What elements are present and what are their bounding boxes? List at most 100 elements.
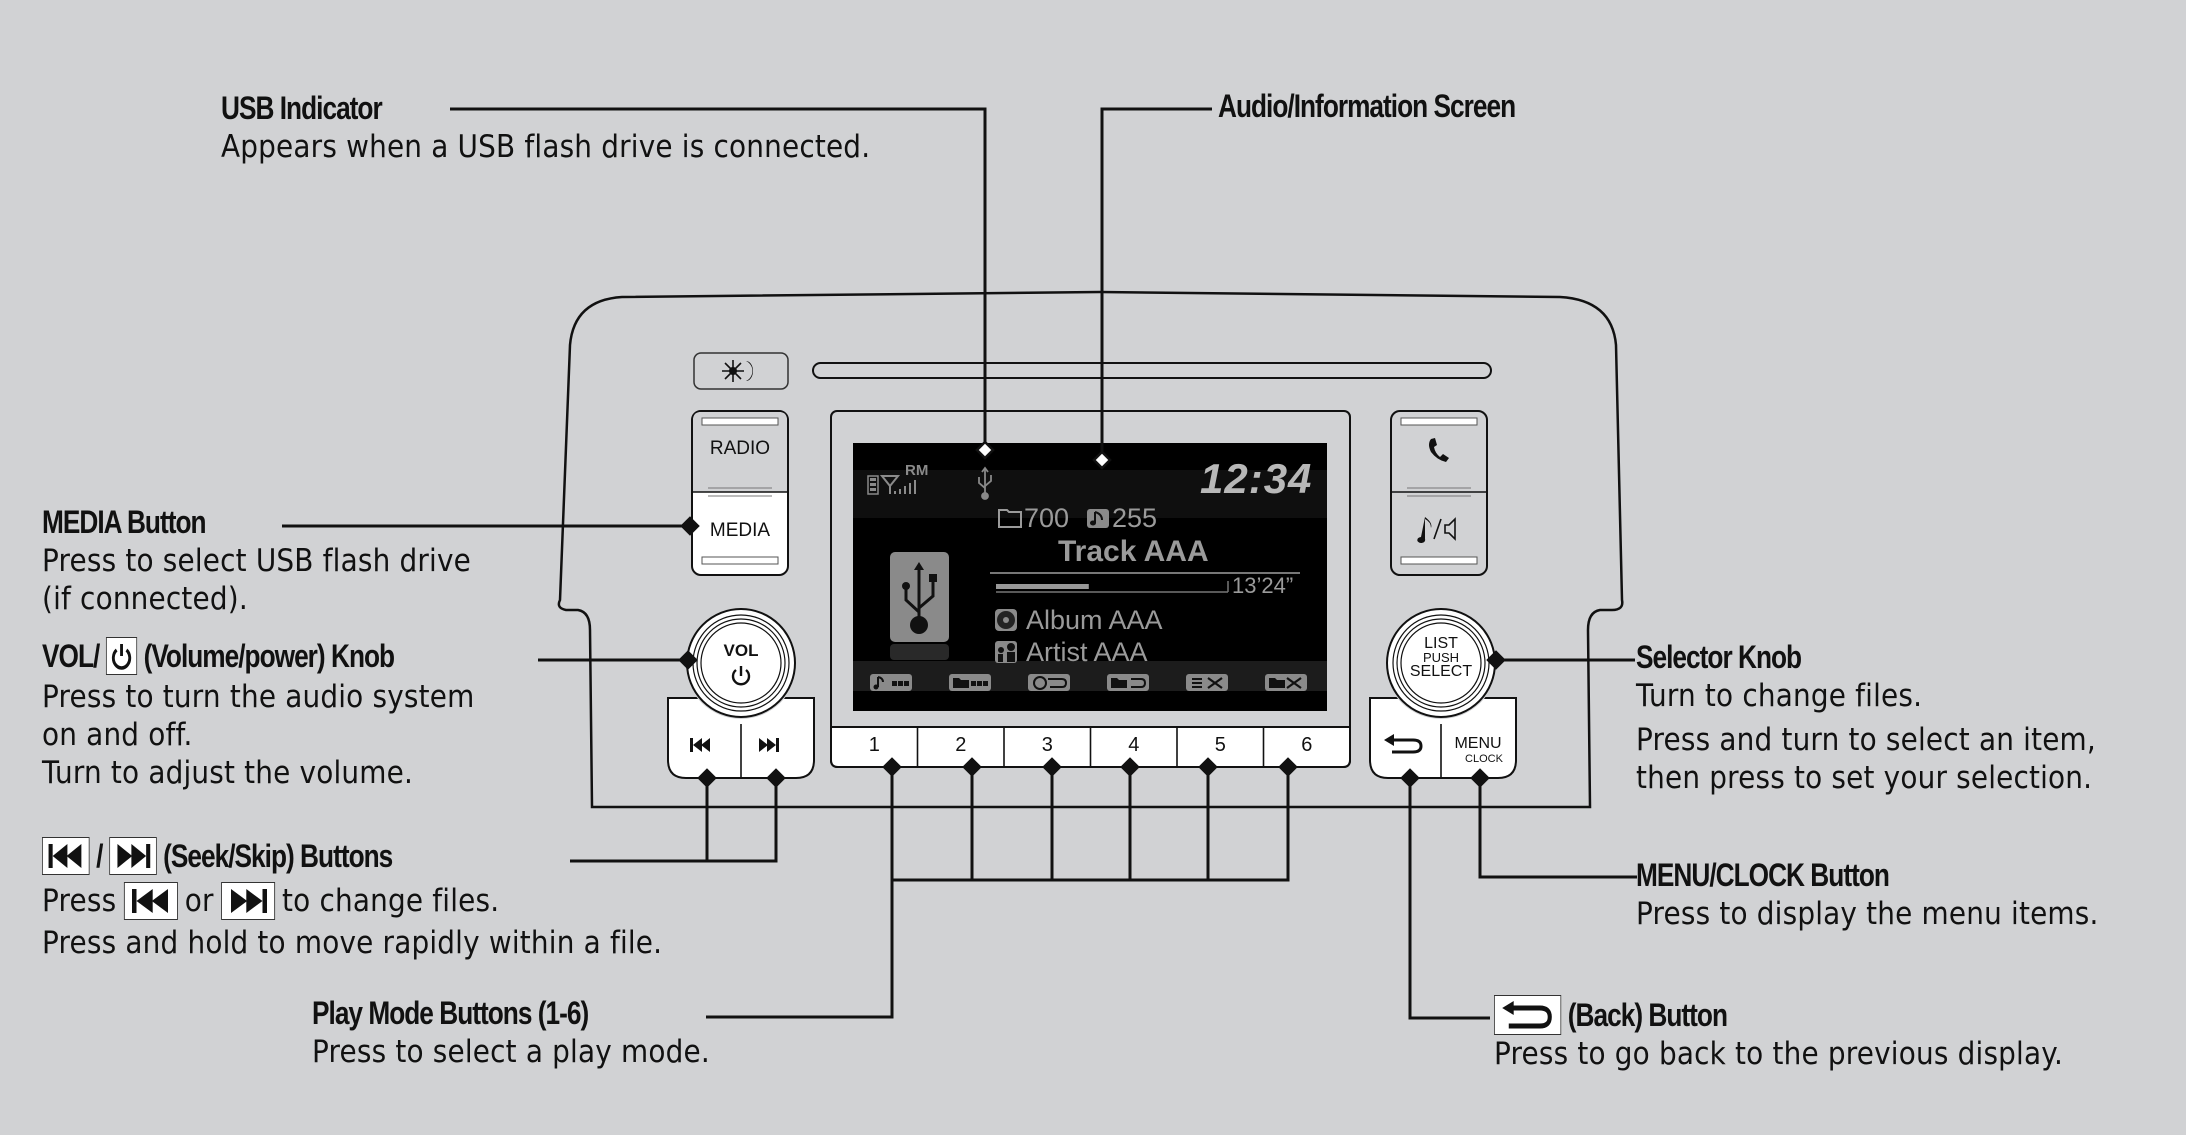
- usb-device-icon: [890, 552, 949, 660]
- leader-diamond: [962, 757, 982, 777]
- play-mode-callout: Play Mode Buttons (1-6) Press to select …: [312, 993, 754, 1071]
- seek-skip-desc-2: Press and hold to move rapidly within a …: [42, 925, 663, 961]
- selector-select-label: SELECT: [1409, 663, 1473, 680]
- usb-indicator-title: USB Indicator: [221, 90, 383, 126]
- music-speaker-icon: [1417, 517, 1456, 543]
- phone-button[interactable]: [1391, 411, 1487, 492]
- selector-knob-desc-3: then press to set your selection.: [1636, 760, 2093, 796]
- selector-knob[interactable]: [1369, 607, 1517, 779]
- leader-diamond: [680, 516, 700, 536]
- audio-screen-title: Audio/Information Screen: [1218, 88, 1516, 124]
- play-mode-desc: Press to select a play mode.: [312, 1034, 710, 1070]
- folder-icon: [998, 509, 1022, 528]
- clock-label: CLOCK: [1465, 753, 1503, 765]
- media-label: MEDIA: [709, 520, 771, 541]
- vol-knob-callout: VOL/ (Volume/power) Knob Press to turn t…: [42, 636, 522, 792]
- phone-icon: [1429, 438, 1449, 462]
- preset-label-5: 5: [1214, 734, 1226, 756]
- media-button-title: MEDIA Button: [42, 504, 207, 540]
- seek-desc-press: Press: [42, 883, 117, 919]
- repeat-folder-icon: [1107, 674, 1149, 691]
- track-duration: 13’24”: [1232, 573, 1294, 598]
- track-count: 255: [1112, 503, 1158, 533]
- usb-indicator-desc: Appears when a USB flash drive is connec…: [221, 129, 871, 165]
- leader-diamond: [1092, 450, 1112, 470]
- seek-skip-title-suffix: (Seek/Skip) Buttons: [163, 838, 393, 874]
- seek-skip-callout: / (Seek/Skip) Buttons Press or to change…: [42, 836, 731, 962]
- preset-label-3: 3: [1041, 734, 1053, 756]
- seek-desc-or: or: [184, 883, 214, 919]
- back-button-title: (Back) Button: [1494, 995, 2012, 1035]
- selector-list-label: LIST: [1424, 635, 1458, 652]
- vol-knob-desc-1: Press to turn the audio system: [42, 679, 475, 715]
- selector-push-label: PUSH: [1422, 650, 1460, 665]
- usb-indicator-callout: USB Indicator Appears when a USB flash d…: [221, 88, 942, 166]
- skip-forward-icon: [108, 837, 157, 875]
- play-mode-title: Play Mode Buttons (1-6): [312, 995, 589, 1031]
- vol-label: VOL: [723, 641, 759, 660]
- media-button-callout: MEDIA Button Press to select USB flash d…: [42, 502, 519, 618]
- preset-label-6: 6: [1301, 734, 1313, 756]
- seek-skip-desc-1: Press or to change files.: [42, 882, 662, 920]
- skip-forward-icon: [220, 882, 275, 920]
- vol-knob-desc-2: on and off.: [42, 717, 193, 753]
- selector-knob-desc-1: Turn to change files.: [1636, 678, 1923, 714]
- skip-back-icon: [42, 837, 90, 875]
- random-icon: [1186, 674, 1228, 691]
- skip-forward-icon: [759, 738, 779, 752]
- seek-skip-title: / (Seek/Skip) Buttons: [42, 836, 607, 876]
- radio-media-rocker: [691, 410, 789, 576]
- leader-diamond: [1486, 650, 1506, 670]
- sound-button[interactable]: [1391, 492, 1487, 575]
- vol-knob[interactable]: [667, 607, 816, 779]
- leader-diamond: [882, 757, 902, 777]
- power-icon: [731, 666, 751, 686]
- radio-label: RADIO: [709, 438, 771, 459]
- track-progress-bar: [990, 572, 1300, 593]
- back-button-callout: (Back) Button Press to go back to the pr…: [1494, 995, 2126, 1073]
- back-title-suffix: (Back) Button: [1567, 997, 1728, 1033]
- skip-back-button[interactable]: [668, 724, 741, 778]
- repeat-one-icon: [1028, 674, 1070, 691]
- power-icon: [105, 637, 138, 675]
- music-note-icon: [1087, 509, 1109, 528]
- folder-random-icon: [1265, 674, 1307, 691]
- leader-lines: [282, 107, 1637, 1020]
- screen-clock: 12:34: [1200, 455, 1313, 502]
- album-name: Album AAA: [1026, 605, 1163, 635]
- audio-screen-callout: Audio/Information Screen: [1218, 86, 1580, 126]
- menu-clock-callout: MENU/CLOCK Button Press to display the m…: [1636, 855, 2150, 933]
- track-progress-fill: [996, 584, 1089, 589]
- seek-desc-tail: to change files.: [282, 883, 500, 919]
- selector-label: LIST PUSH SELECT: [1401, 635, 1481, 680]
- leader-diamond: [1470, 768, 1490, 788]
- leader-diamond: [1042, 757, 1062, 777]
- leader-diamond: [766, 768, 786, 788]
- artist-icon: [995, 641, 1017, 663]
- leader-diamond: [697, 768, 717, 788]
- folder-scan-icon: [949, 674, 991, 691]
- back-arrow-icon: [1494, 995, 1562, 1035]
- vol-title-prefix: VOL/: [42, 638, 100, 674]
- preset-label-4: 4: [1128, 734, 1140, 756]
- menu-label: MENU: [1454, 735, 1502, 752]
- leader-diamond: [1198, 757, 1218, 777]
- leader-diamond: [1278, 757, 1298, 777]
- skip-back-icon: [690, 738, 710, 752]
- status-rm-label: RM: [905, 462, 929, 479]
- signal-strength-icon: [879, 475, 916, 494]
- vol-title-suffix: (Volume/power) Knob: [143, 638, 395, 674]
- preset-label-2: 2: [955, 734, 967, 756]
- media-button-desc-1: Press to select USB flash drive: [42, 543, 472, 579]
- selector-knob-desc-2: Press and turn to select an item,: [1636, 722, 2096, 758]
- menu-clock-desc: Press to display the menu items.: [1636, 896, 2099, 932]
- usb-indicator-icon: [978, 466, 992, 500]
- back-arrow-icon: [1390, 738, 1423, 754]
- skip-back-icon: [123, 882, 178, 920]
- track-scan-icon: [870, 674, 912, 691]
- media-button-desc-2: (if connected).: [42, 581, 248, 617]
- phone-sound-rocker: [1390, 410, 1488, 576]
- leader-diamond: [975, 440, 995, 460]
- disc-slot: [812, 362, 1492, 379]
